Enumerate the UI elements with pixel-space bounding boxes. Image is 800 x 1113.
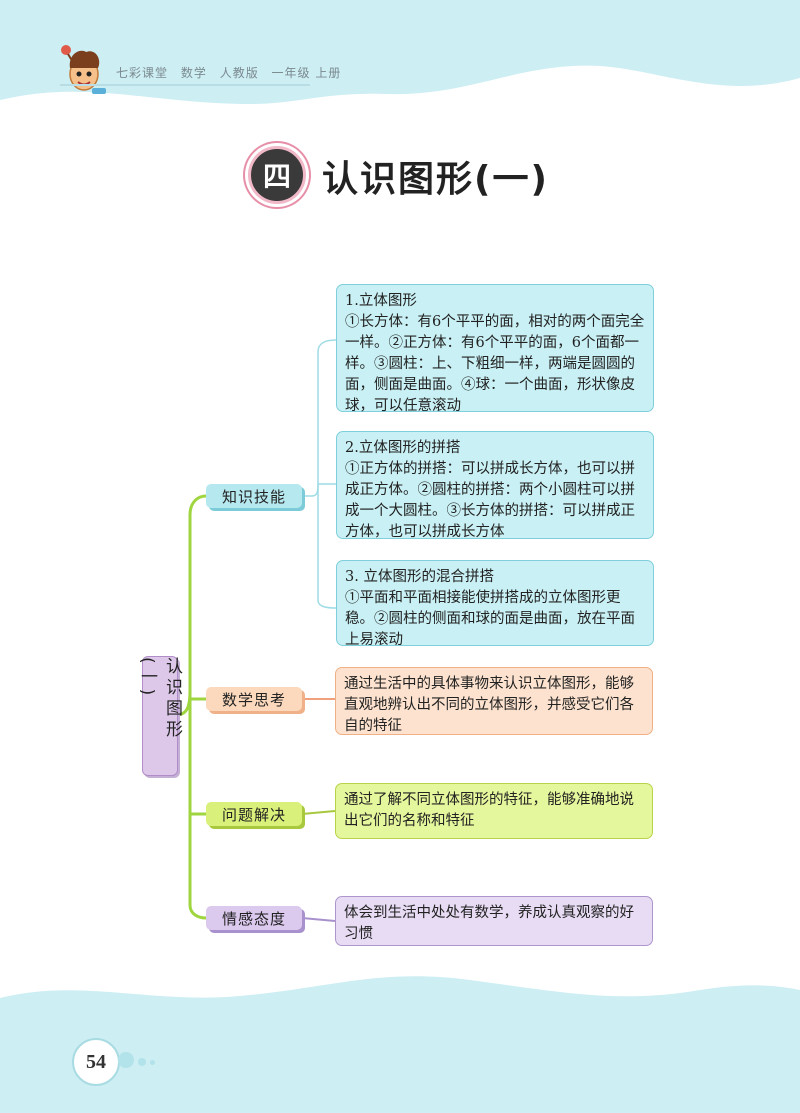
knowledge-heading: 3. 立体图形的混合拼搭 bbox=[345, 569, 494, 585]
problem-connector bbox=[301, 810, 336, 815]
mindmap-root: 认识图形(一) bbox=[137, 656, 182, 776]
emotion-connector bbox=[301, 917, 336, 922]
header-series-info: 七彩课堂 数学 人教版 一年级 上册 bbox=[116, 64, 349, 81]
footer-band bbox=[0, 976, 800, 1113]
mascot-icon bbox=[61, 45, 106, 94]
header-subject: 数学 bbox=[180, 66, 207, 80]
branch-math-thinking: 数学思考 bbox=[206, 687, 302, 711]
knowledge-connector bbox=[302, 339, 337, 497]
knowledge-box-mixed-assembly: 3. 立体图形的混合拼搭 ①平面和平面相接能使拼搭成的立体图形更稳。②圆柱的侧面… bbox=[336, 560, 654, 648]
knowledge-text: ①长方体：有6个平平的面，相对的两个面完全一样。②正方体：有6个平平的面，6个面… bbox=[345, 314, 645, 414]
header-band bbox=[0, 0, 800, 104]
thinking-text: 通过生活中的具体事物来认识立体图形，能够直观地辨认出不同的立体图形，并感受它们各… bbox=[344, 676, 634, 734]
header-grade: 一年级 上册 bbox=[271, 66, 342, 80]
header-divider bbox=[60, 84, 310, 86]
page-number: 54 bbox=[72, 1038, 120, 1086]
chapter-number-badge: 四 bbox=[248, 146, 306, 204]
header-series: 七彩课堂 bbox=[116, 66, 169, 80]
knowledge-text: ①正方体的拼搭：可以拼成长方体，也可以拼成正方体。②圆柱的拼搭：两个小圆柱可以拼… bbox=[345, 461, 635, 540]
chapter-heading: 四 认识图形(一) bbox=[248, 140, 568, 210]
branch-problem-solving: 问题解决 bbox=[206, 802, 302, 826]
emotion-text: 体会到生活中处处有数学，养成认真观察的好习惯 bbox=[344, 905, 634, 942]
knowledge-heading: 1.立体图形 bbox=[345, 293, 417, 309]
trunk-connector bbox=[175, 494, 207, 717]
knowledge-box-solid-shapes: 1.立体图形 ①长方体：有6个平平的面，相对的两个面完全一样。②正方体：有6个平… bbox=[336, 284, 654, 414]
root-label: 认识图形(一) bbox=[137, 657, 182, 741]
emotion-box: 体会到生活中处处有数学，养成认真观察的好习惯 bbox=[335, 896, 653, 946]
chapter-title: 认识图形(一) bbox=[322, 159, 549, 200]
problem-text: 通过了解不同立体图形的特征，能够准确地说出它们的名称和特征 bbox=[344, 792, 634, 829]
trunk-connector-lower bbox=[188, 690, 207, 920]
knowledge-box-assembly: 2.立体图形的拼搭 ①正方体的拼搭：可以拼成长方体，也可以拼成正方体。②圆柱的拼… bbox=[336, 431, 654, 540]
thinking-box: 通过生活中的具体事物来认识立体图形，能够直观地辨认出不同的立体图形，并感受它们各… bbox=[335, 667, 653, 735]
knowledge-heading: 2.立体图形的拼搭 bbox=[345, 440, 461, 456]
header-edition: 人教版 bbox=[219, 66, 259, 80]
decor-dot bbox=[150, 1060, 155, 1065]
knowledge-text: ①平面和平面相接能使拼搭成的立体图形更稳。②圆柱的侧面和球的面是曲面，放在平面上… bbox=[345, 590, 635, 648]
problem-box: 通过了解不同立体图形的特征，能够准确地说出它们的名称和特征 bbox=[335, 783, 653, 839]
branch-emotion-attitude: 情感态度 bbox=[206, 906, 302, 930]
branch-knowledge-skills: 知识技能 bbox=[206, 484, 302, 508]
decor-dot bbox=[138, 1058, 146, 1066]
decor-dot bbox=[118, 1052, 134, 1068]
